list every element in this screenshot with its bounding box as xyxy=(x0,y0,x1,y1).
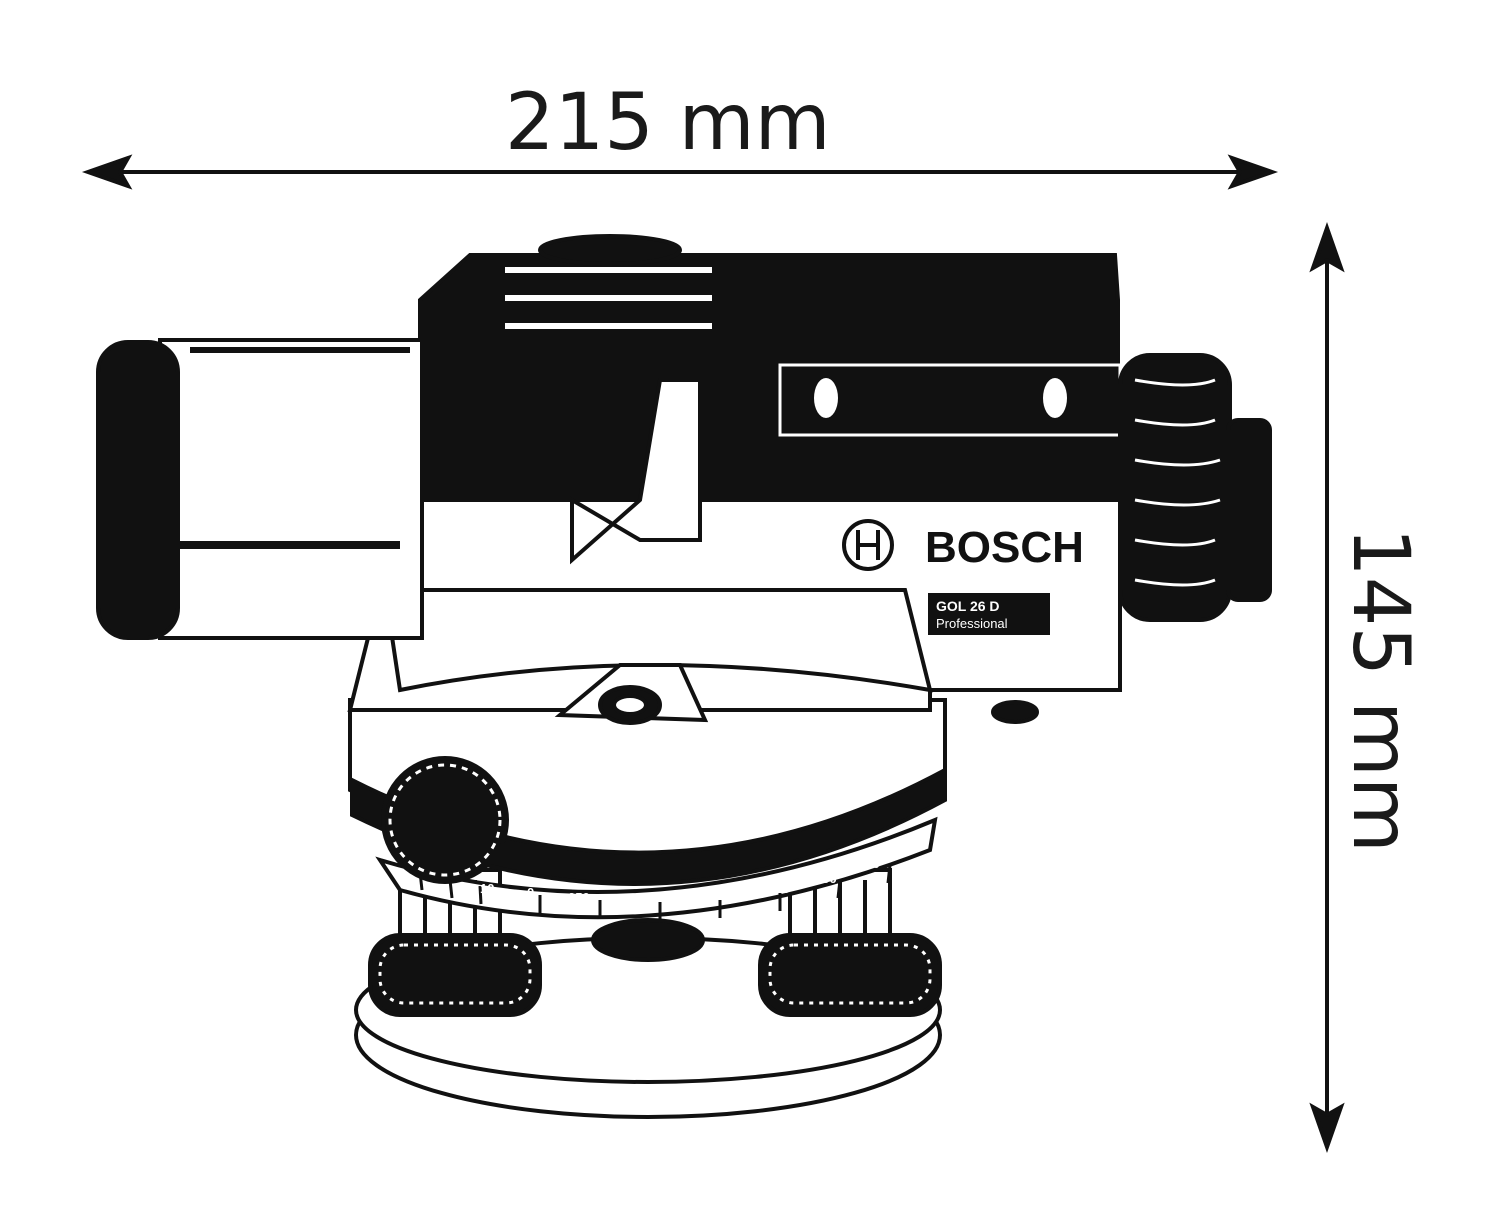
sight xyxy=(570,378,702,565)
scale-label: 320 xyxy=(718,888,740,903)
horizontal-drive-knob xyxy=(381,756,509,884)
model-text: GOL 26 D xyxy=(936,598,1000,614)
height-label: 145 mm xyxy=(1335,527,1425,853)
height-dimension-arrow xyxy=(1309,221,1345,1154)
scale-label: 0 xyxy=(527,885,534,900)
bosch-logo-icon xyxy=(842,519,894,571)
focus-knob-top xyxy=(538,234,682,266)
eyepiece xyxy=(1118,353,1272,622)
width-dimension-arrow xyxy=(81,154,1279,190)
line-text: Professional xyxy=(936,616,1008,631)
carry-handle xyxy=(505,267,712,329)
width-label: 215 mm xyxy=(505,78,831,168)
scale-label: 300 xyxy=(815,871,837,886)
scale-label: 350 xyxy=(568,890,590,905)
objective-tube xyxy=(158,338,424,640)
scale-label: 340 xyxy=(618,892,640,907)
scale-label: 280 xyxy=(893,838,915,853)
model-badge xyxy=(928,593,1050,635)
scale-label: 310 xyxy=(768,881,790,896)
horizontal-circle-scale xyxy=(350,766,947,886)
brand-text: BOSCH xyxy=(925,523,1084,572)
scale-label: 290 xyxy=(858,856,880,871)
scale-label: 10 xyxy=(480,881,494,896)
objective-lens-cap xyxy=(96,340,180,640)
scale-label: 330 xyxy=(668,891,690,906)
circular-bubble-level xyxy=(554,663,709,725)
